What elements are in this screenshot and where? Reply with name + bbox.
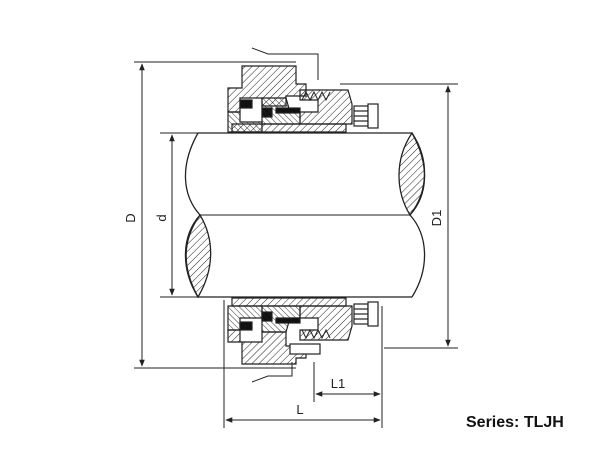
pin-lower [289,343,321,355]
dimension-lines [134,61,458,428]
o-ring-lower-1 [239,321,253,331]
dimension-label-d: d [154,214,169,221]
spring-upper [301,90,331,102]
drive-band-lower [275,317,301,324]
collar-lower [299,305,353,341]
leader-lines [251,47,319,383]
collar-upper [299,89,353,125]
seal-lower-assembly [227,297,379,365]
series-caption: Series: TLJH [466,414,564,431]
sleeve-lower [231,297,347,307]
dimension-label-L1: L1 [331,376,345,391]
drive-band-upper [275,107,301,114]
o-ring-upper-1 [239,99,253,109]
shaft-break-left [185,213,212,299]
shaft [184,131,426,299]
seal-upper-assembly [227,65,379,133]
dimension-label-L: L [296,402,303,417]
spring-lower [301,328,331,340]
dimension-label-D1: D1 [429,210,444,227]
dimension-label-D: D [123,213,138,222]
sleeve-upper [231,123,347,133]
shaft-break-right [398,131,426,217]
